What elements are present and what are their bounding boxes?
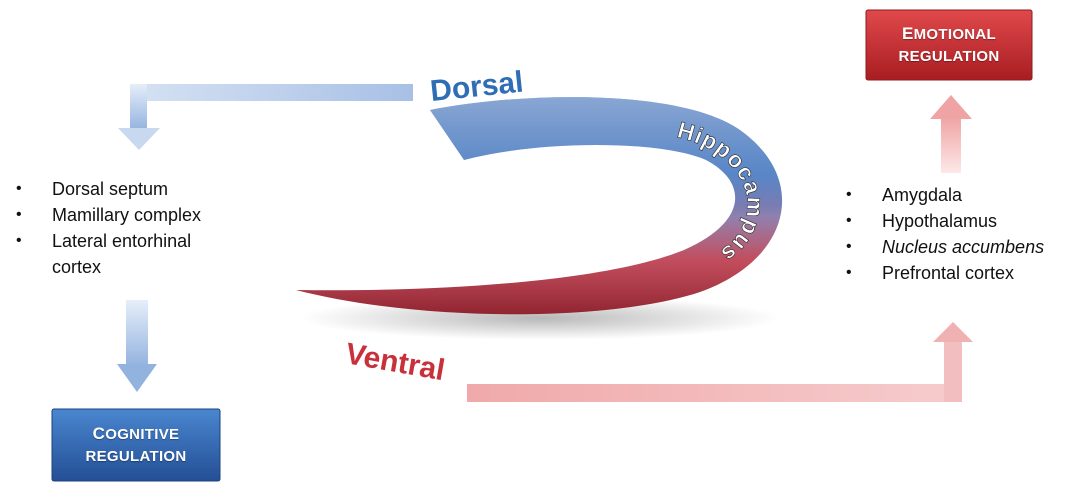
target-cortex: cortex xyxy=(52,257,101,277)
list-item: Prefrontal cortex xyxy=(846,260,1084,286)
emotional-rest: MOTIONAL xyxy=(914,26,996,43)
target-mamillary-complex: Mamillary complex xyxy=(52,205,201,225)
list-item: Dorsal septum xyxy=(16,176,266,202)
cognitive-arrow xyxy=(117,300,157,392)
emotional-regulation-label: EMOTIONAL REGULATION xyxy=(866,10,1032,80)
list-item: Amygdala xyxy=(846,182,1084,208)
target-dorsal-septum: Dorsal septum xyxy=(52,179,168,199)
emotional-arrow xyxy=(930,95,972,173)
list-item: Lateral entorhinal cortex xyxy=(16,228,266,280)
cognitive-regulation-label: COGNITIVE REGULATION xyxy=(52,409,220,481)
list-item: Mamillary complex xyxy=(16,202,266,228)
target-lateral-entorhinal: Lateral entorhinal xyxy=(52,231,191,251)
target-nucleus-accumbens: Nucleus accumbens xyxy=(882,237,1044,257)
target-hypothalamus: Hypothalamus xyxy=(882,211,997,231)
cognitive-rest: OGNITIVE xyxy=(105,426,179,443)
emotional-line2: REGULATION xyxy=(898,48,999,65)
cognitive-cap: C xyxy=(93,424,106,443)
list-item: Hypothalamus xyxy=(846,208,1084,234)
cognitive-line2: REGULATION xyxy=(85,448,186,465)
ventral-targets-list: Amygdala Hypothalamus Nucleus accumbens … xyxy=(846,182,1084,286)
dorsal-targets-list: Dorsal septum Mamillary complex Lateral … xyxy=(16,176,266,280)
target-amygdala: Amygdala xyxy=(882,185,962,205)
dorsal-output-arrow xyxy=(118,84,413,150)
target-prefrontal-cortex: Prefrontal cortex xyxy=(882,263,1014,283)
ventral-label: Ventral xyxy=(343,337,447,387)
emotional-cap: E xyxy=(902,24,914,43)
list-item: Nucleus accumbens xyxy=(846,234,1084,260)
